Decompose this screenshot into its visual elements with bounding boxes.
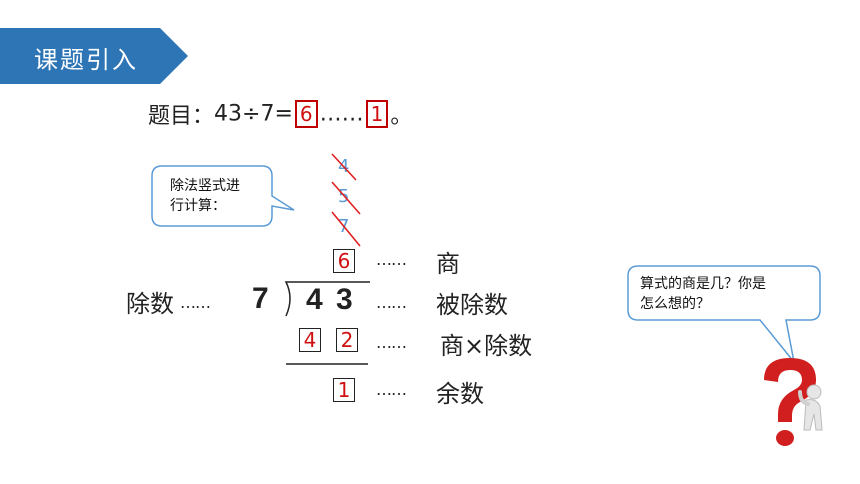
left-bubble-line2: 行计算： <box>170 198 226 214</box>
page-title: 课题引入 <box>34 46 138 74</box>
question-mark-figure-icon <box>764 358 823 446</box>
right-bubble-line2: 怎么想的？ <box>640 296 710 312</box>
quotient-dots: …… <box>376 250 407 269</box>
left-bubble-line1: 除法竖式进 <box>170 178 240 194</box>
right-bubble-line1: 算式的商是几？你是 <box>640 276 766 292</box>
remainder-dots: …… <box>376 380 407 399</box>
division-bracket <box>284 281 370 317</box>
product-label: 商×除数 <box>440 332 533 360</box>
left-speech-bubble <box>151 165 295 227</box>
quotient-box: 6 <box>333 249 355 273</box>
divisor-label: 除数 <box>126 290 174 318</box>
dividend-ones: 3 <box>336 283 353 316</box>
product-dots: …… <box>376 333 407 352</box>
divisor-value: 7 <box>252 282 269 315</box>
trial-strike-marks <box>331 153 361 247</box>
dividend-dots: …… <box>376 293 407 312</box>
divisor-dots: …… <box>180 293 211 312</box>
right-speech-bubble <box>627 265 821 363</box>
remainder-label: 余数 <box>436 380 484 408</box>
product-tens-box: 4 <box>299 328 321 352</box>
question-prefix: 题目： <box>148 104 215 129</box>
product-ones-box: 2 <box>336 328 358 352</box>
remainder-box: 1 <box>333 378 355 402</box>
question-quotient-box: 6 <box>294 100 318 128</box>
question-ellipsis: …… <box>319 101 364 127</box>
question-remainder-box: 1 <box>365 100 389 128</box>
question-expression: 43÷7= <box>214 101 293 127</box>
question-line: 题目：43÷7=6……1。 <box>148 98 412 130</box>
subtraction-line <box>286 363 368 365</box>
title-banner <box>0 28 190 84</box>
dividend-tens: 4 <box>306 283 323 316</box>
dividend-label: 被除数 <box>436 291 508 319</box>
quotient-label: 商 <box>436 250 460 278</box>
question-end-mark: 。 <box>390 104 413 129</box>
